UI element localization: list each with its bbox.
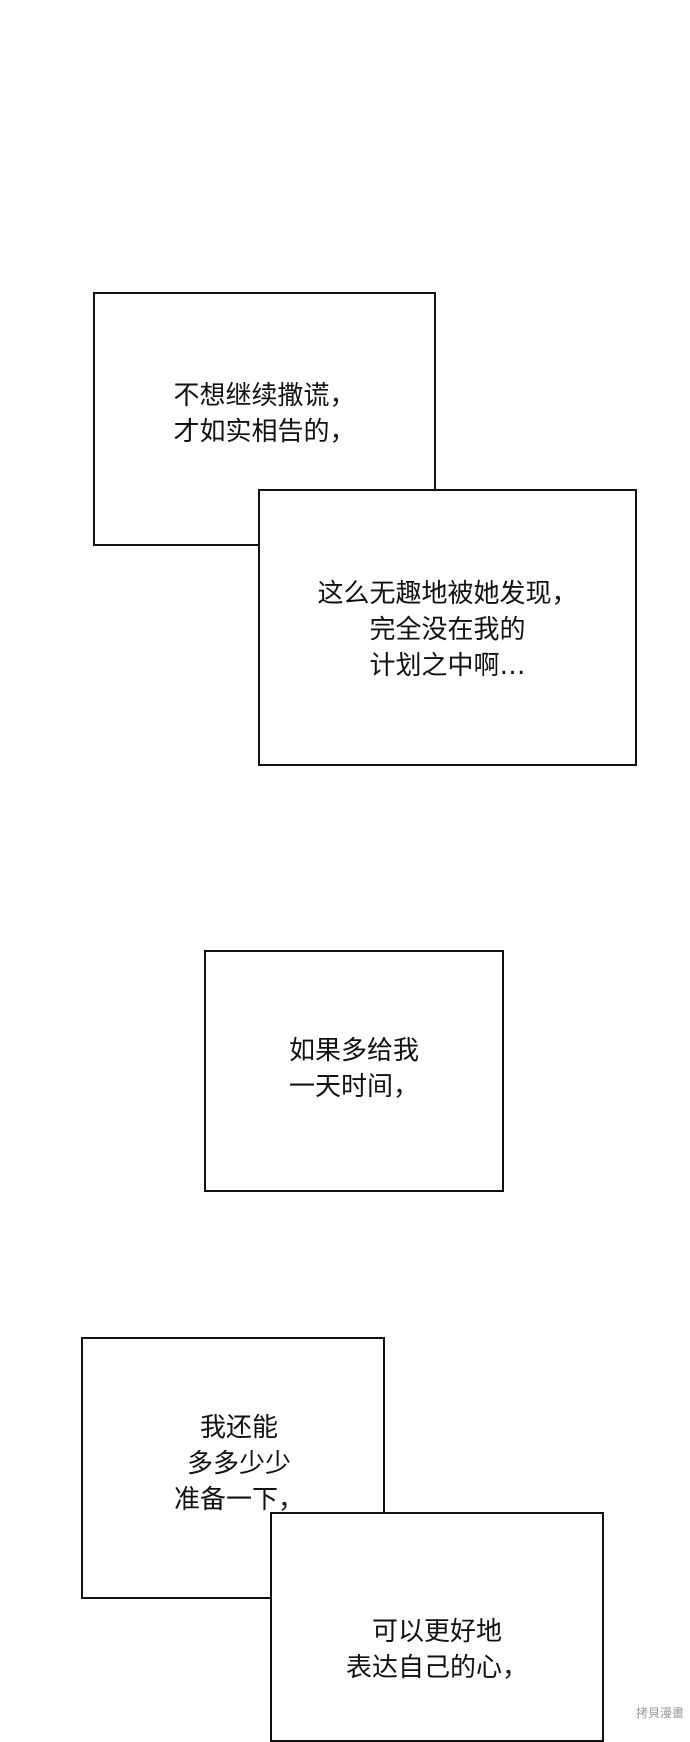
caption-line: 多多少少 xyxy=(186,1449,291,1479)
caption-3-upper-text: 我还能 多多少少 准备一下， xyxy=(81,1410,397,1518)
caption-line: 计划之中啊… xyxy=(369,651,526,681)
caption-line: 完全没在我的 xyxy=(369,615,526,645)
caption-box-2-frame xyxy=(204,950,504,1192)
caption-3-lower-text: 可以更好地 表达自己的心， xyxy=(270,1614,604,1686)
caption-1-lower-text: 这么无趣地被她发现， 完全没在我的 计划之中啊… xyxy=(258,576,637,684)
caption-line: 如果多给我 xyxy=(288,1036,419,1066)
watermark: 拷貝漫畫 xyxy=(635,1706,684,1720)
caption-line: 表达自己的心， xyxy=(345,1653,528,1683)
caption-line: 我还能 xyxy=(199,1413,278,1443)
caption-line: 可以更好地 xyxy=(371,1617,502,1647)
caption-line: 一天时间， xyxy=(288,1072,419,1102)
caption-2-text: 如果多给我 一天时间， xyxy=(204,1033,504,1105)
caption-line: 准备一下， xyxy=(173,1485,304,1515)
caption-1-upper-text: 不想继续撒谎， 才如实相告的， xyxy=(93,378,436,450)
caption-line: 这么无趣地被她发现， xyxy=(317,579,578,609)
caption-box-3-seam xyxy=(272,1514,383,1597)
caption-line: 才如实相告的， xyxy=(173,417,356,447)
caption-box-1-seam xyxy=(260,491,434,544)
caption-line: 不想继续撒谎， xyxy=(173,381,356,411)
